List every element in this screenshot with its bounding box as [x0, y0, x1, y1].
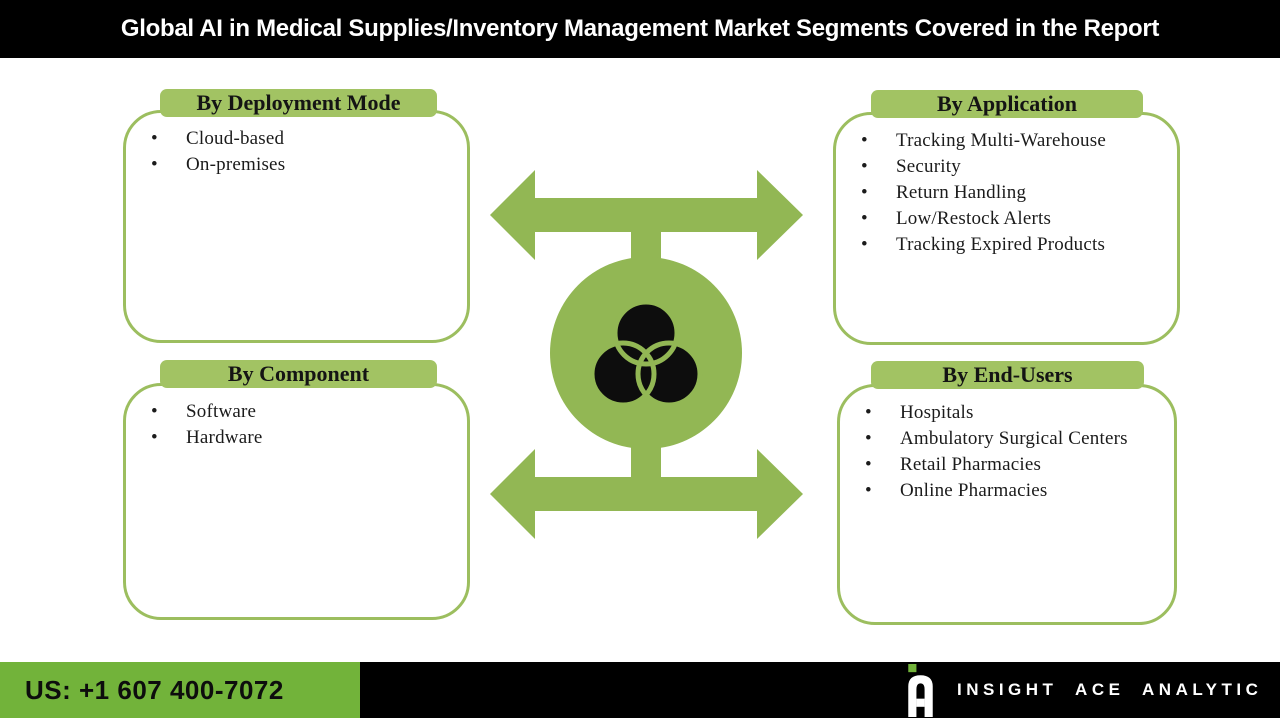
- connector-stem-top: [631, 226, 661, 271]
- venn-diagram-icon: [589, 299, 703, 408]
- list-item: Tracking Multi-Warehouse: [836, 128, 1169, 154]
- insight-ace-logo-icon: [908, 664, 933, 717]
- list-item: Hospitals: [840, 400, 1166, 426]
- list-item: Return Handling: [836, 180, 1169, 206]
- page-title: Global AI in Medical Supplies/Inventory …: [120, 15, 1160, 42]
- segment-title: By Deployment Mode: [196, 90, 401, 115]
- list-item: Retail Pharmacies: [840, 452, 1166, 478]
- segment-box-deployment-mode: Cloud-based On-premises: [123, 110, 470, 343]
- list-item: Security: [836, 154, 1169, 180]
- segment-list-deployment-mode: Cloud-based On-premises: [126, 113, 467, 178]
- list-item: Tracking Expired Products: [836, 232, 1169, 258]
- segment-title: By Application: [937, 91, 1077, 116]
- segment-list-end-users: Hospitals Ambulatory Surgical Centers Re…: [840, 387, 1174, 504]
- segment-title: By End-Users: [942, 362, 1073, 387]
- segment-box-application: Tracking Multi-Warehouse Security Return…: [833, 112, 1180, 345]
- list-item: Hardware: [126, 425, 459, 451]
- segment-header-component: By Component: [160, 360, 437, 388]
- segment-list-application: Tracking Multi-Warehouse Security Return…: [836, 115, 1177, 258]
- phone-bar: US: +1 607 400-7072: [0, 662, 360, 718]
- list-item: Cloud-based: [126, 126, 459, 152]
- list-item: Online Pharmacies: [840, 478, 1166, 504]
- list-item: Software: [126, 399, 459, 425]
- brand-name: INSIGHT ACE ANALYTIC: [957, 680, 1263, 699]
- segment-box-end-users: Hospitals Ambulatory Surgical Centers Re…: [837, 384, 1177, 625]
- list-item: On-premises: [126, 152, 459, 178]
- title-bar: Global AI in Medical Supplies/Inventory …: [0, 0, 1280, 58]
- list-item: Low/Restock Alerts: [836, 206, 1169, 232]
- segment-header-deployment-mode: By Deployment Mode: [160, 89, 437, 117]
- logo-letterform: [908, 675, 933, 717]
- connector-stem-bottom: [631, 442, 661, 486]
- segment-box-component: Software Hardware: [123, 383, 470, 620]
- segment-header-end-users: By End-Users: [871, 361, 1144, 389]
- list-item: Ambulatory Surgical Centers: [840, 426, 1166, 452]
- phone-number: US: +1 607 400-7072: [25, 674, 284, 705]
- segment-list-component: Software Hardware: [126, 386, 467, 451]
- double-arrow-bottom-icon: [490, 449, 803, 539]
- double-arrow-top-icon: [490, 170, 803, 260]
- segment-title: By Component: [227, 361, 370, 386]
- logo-green-square: [908, 664, 917, 673]
- brand-bar: INSIGHT ACE ANALYTIC: [360, 662, 1280, 718]
- segment-header-application: By Application: [871, 90, 1143, 118]
- center-circle: [550, 257, 742, 449]
